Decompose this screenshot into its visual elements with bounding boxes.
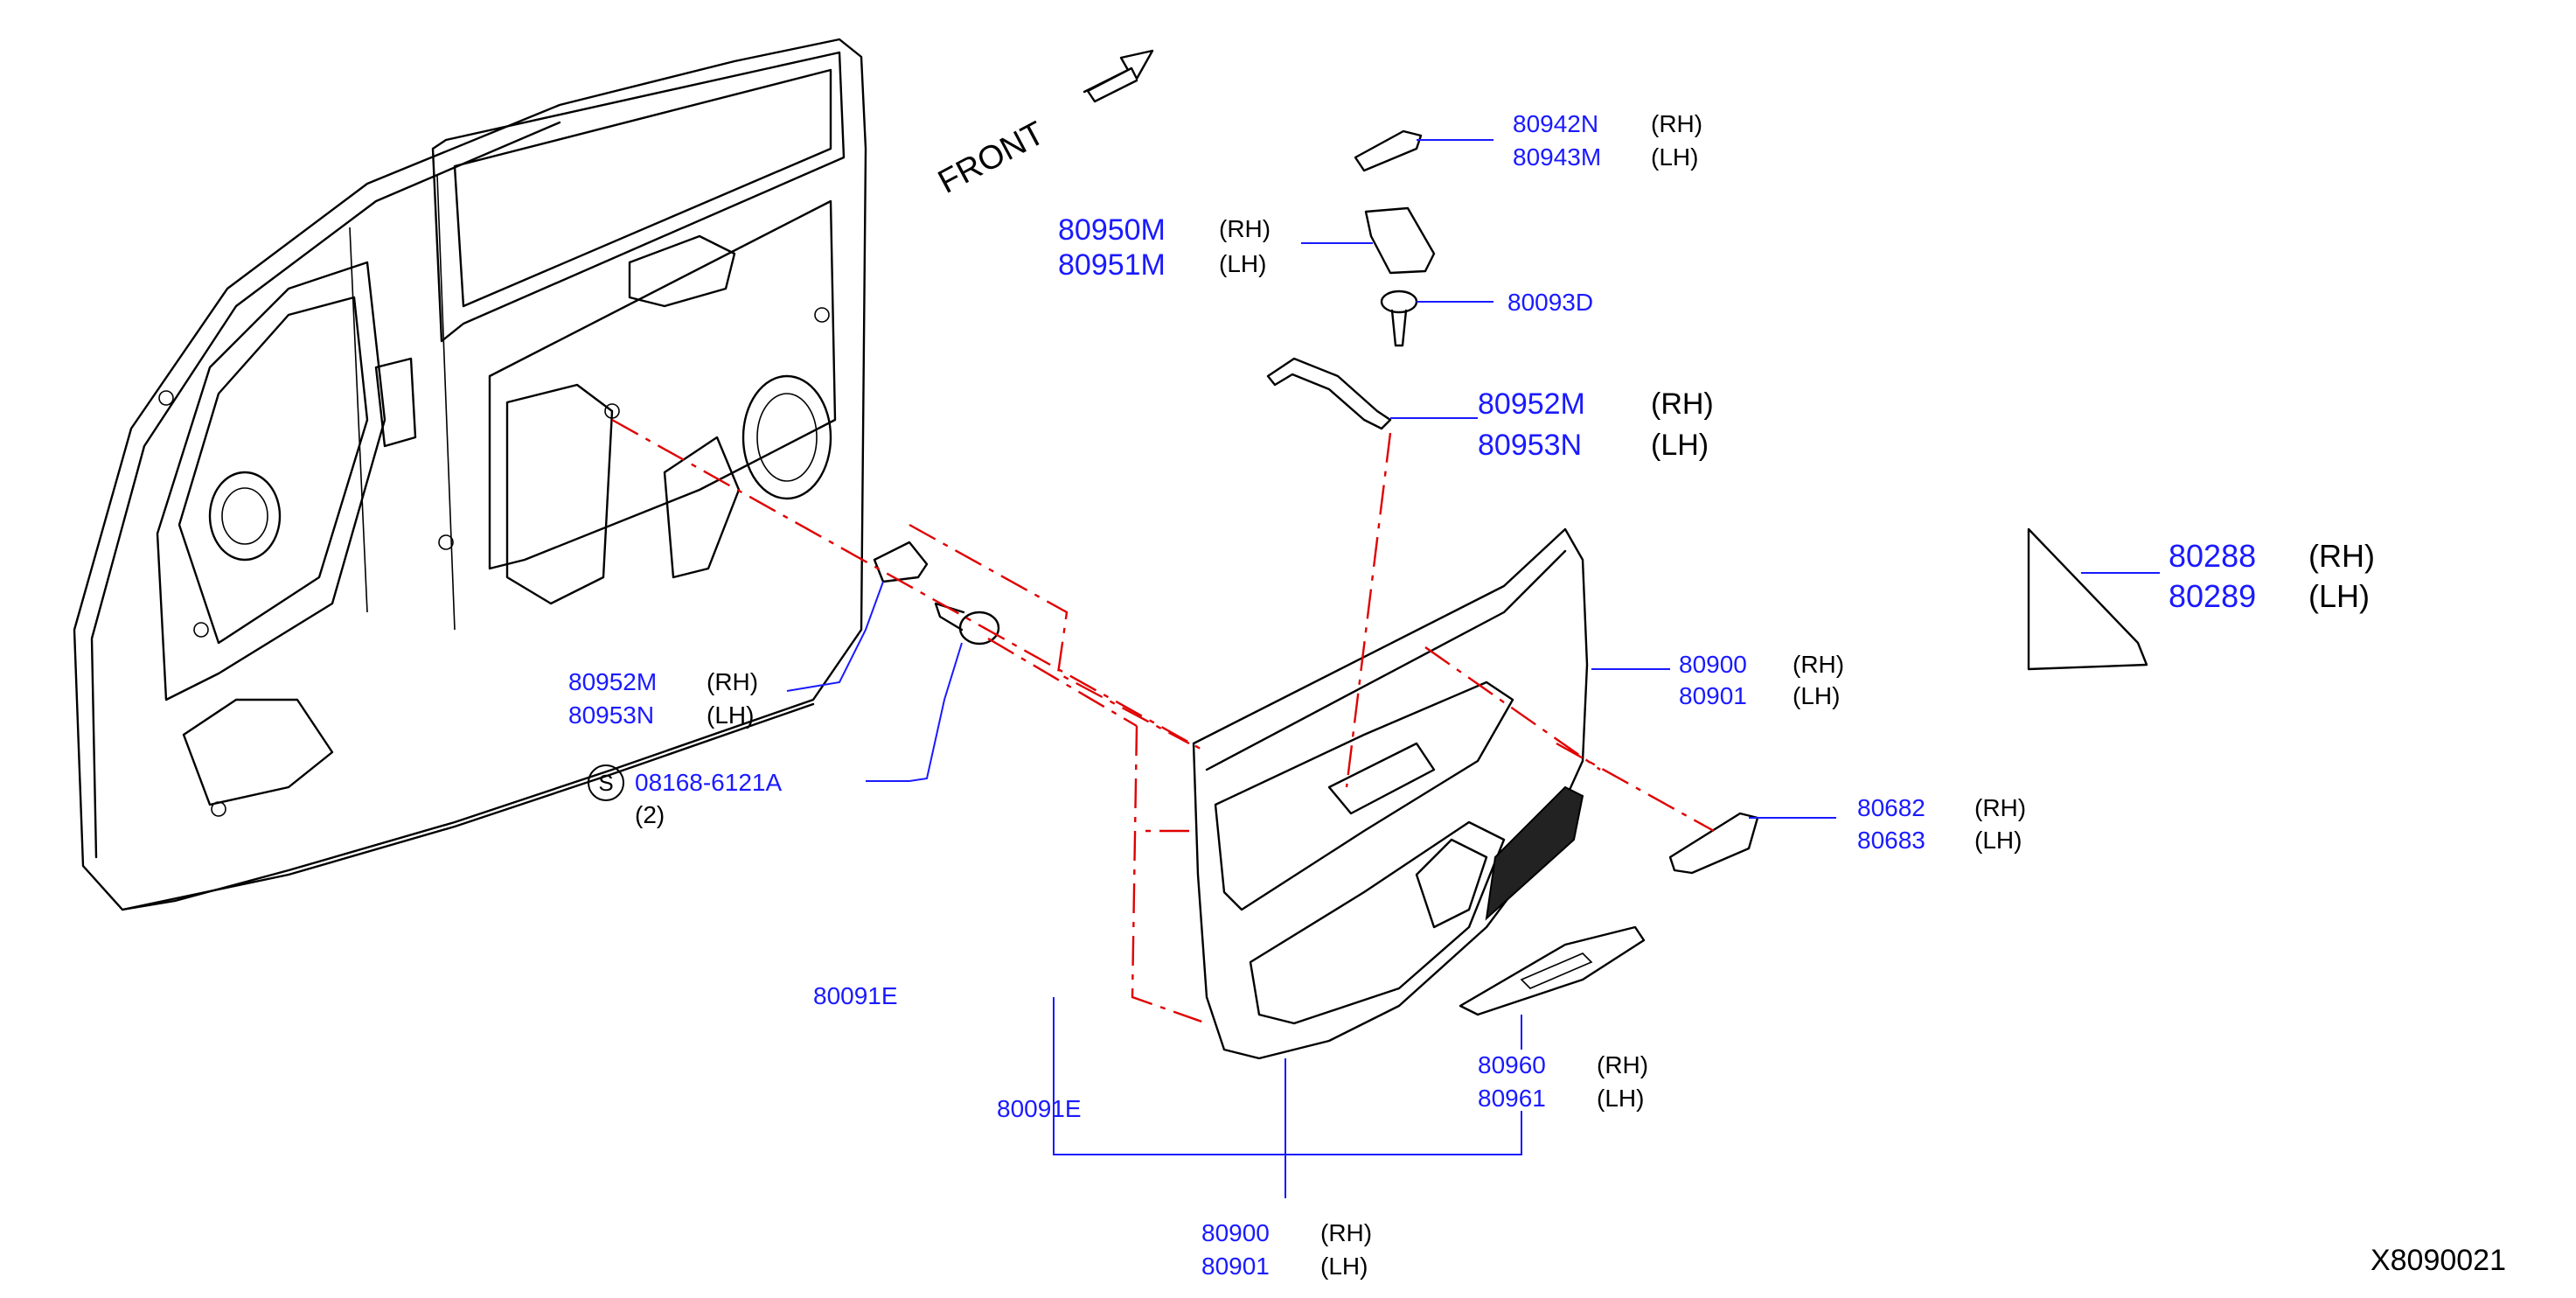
handle-escutcheon-part [1668, 812, 1759, 875]
door-trim-panel [1192, 527, 1589, 1060]
part-80951M[interactable]: 80951M [1058, 248, 1166, 282]
side-80951M: (LH) [1219, 250, 1267, 277]
part-80960[interactable]: 80960 [1478, 1051, 1546, 1078]
part-80900[interactable]: 80900 [1201, 1219, 1270, 1246]
part-80961[interactable]: 80961 [1478, 1085, 1546, 1112]
armrest-finisher-part [1354, 129, 1423, 172]
side-80952M-secondary: (RH) [707, 668, 759, 695]
standard-part-symbol: S [588, 764, 624, 801]
corner-finisher-part [2027, 527, 2148, 671]
diagram-reference-number: X8090021 [2370, 1244, 2506, 1277]
side-80683: (LH) [1974, 827, 2023, 854]
part-80091E-upper[interactable]: 80091E [813, 982, 898, 1009]
part-80289[interactable]: 80289 [2169, 578, 2257, 614]
part-80288[interactable]: 80288 [2169, 538, 2257, 574]
pull-pocket-part [1364, 206, 1436, 275]
side-80943M: (LH) [1651, 143, 1699, 171]
side-80953N: (LH) [1651, 429, 1709, 462]
part-80093D[interactable]: 80093D [1507, 289, 1594, 316]
part-80683[interactable]: 80683 [1857, 827, 1925, 854]
leader-lines [786, 139, 2160, 1198]
part-80953N-secondary[interactable]: 80953N [568, 701, 655, 729]
side-80901-secondary: (LH) [1793, 682, 1841, 709]
part-80901-secondary[interactable]: 80901 [1679, 682, 1747, 709]
side-80288: (RH) [2308, 538, 2375, 574]
part-80091E-lower[interactable]: 80091E [997, 1095, 1082, 1122]
part-80900-secondary[interactable]: 80900 [1679, 651, 1747, 678]
part-80952M-secondary[interactable]: 80952M [568, 668, 658, 695]
side-80960: (RH) [1597, 1051, 1649, 1078]
side-80900: (RH) [1320, 1219, 1373, 1246]
side-80289: (LH) [2308, 578, 2370, 614]
part-80953N[interactable]: 80953N [1478, 429, 1583, 462]
part-80682[interactable]: 80682 [1857, 794, 1925, 821]
part-80950M[interactable]: 80950M [1058, 213, 1166, 247]
part-80942N[interactable]: 80942N [1513, 110, 1599, 137]
front-arrow-icon [1083, 49, 1154, 103]
side-80950M: (RH) [1219, 215, 1271, 242]
side-80961: (LH) [1597, 1085, 1645, 1112]
part-08168-6121A[interactable]: 08168-6121A [635, 769, 783, 796]
bracket-part [1266, 357, 1392, 430]
clip-part [934, 602, 1000, 646]
side-80901: (LH) [1320, 1253, 1368, 1280]
side-80682: (RH) [1974, 794, 2027, 821]
side-80900-secondary: (RH) [1793, 651, 1845, 678]
switch-finisher-part [1459, 925, 1646, 1016]
part-80952M[interactable]: 80952M [1478, 387, 1585, 421]
part-80943M[interactable]: 80943M [1513, 143, 1602, 171]
part-80901[interactable]: 80901 [1201, 1253, 1270, 1280]
side-80952M: (RH) [1651, 387, 1714, 421]
clip-bracket-part [873, 541, 929, 583]
screw-part [1380, 290, 1418, 347]
quantity-08168-6121A: (2) [635, 801, 665, 828]
door-inner-panel [73, 38, 867, 911]
side-80942N: (RH) [1651, 110, 1703, 137]
phantom-lines [611, 418, 1715, 1025]
side-80953N-secondary: (LH) [707, 701, 755, 729]
